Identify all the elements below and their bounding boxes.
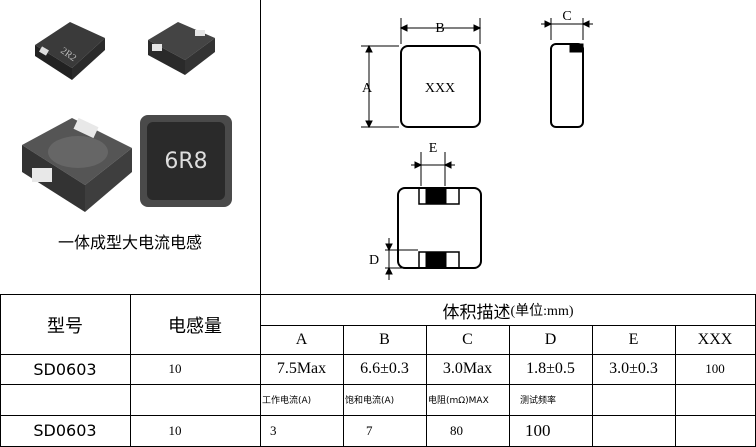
large-inductor-photo-1: [22, 117, 132, 212]
inductor-photos: 2R2 6R8: [22, 22, 232, 212]
dim-label-e: E: [429, 141, 438, 156]
row3-test-frequency: 100: [525, 420, 551, 440]
row3-inductance: 10: [168, 422, 182, 438]
front-view: [361, 18, 482, 129]
header-test-frequency: 测试频率: [520, 396, 557, 406]
dim-header-a: A: [295, 330, 308, 348]
product-photo-area: 2R2 6R8 一体成型大电流电感: [0, 0, 260, 294]
dim-header-c: C: [462, 330, 473, 348]
row1-dim-d: 1.8±0.5: [526, 360, 575, 377]
dim-header-e: E: [628, 330, 639, 348]
top-section-divider: [260, 0, 261, 294]
row3-rated-current: 3: [270, 422, 277, 438]
dim-label-c: C: [562, 9, 571, 24]
row3-resistance: 80: [450, 422, 463, 438]
spec-table: 型号 电感量 体积描述 (单位:mm) A B C D E XXX SD0603…: [0, 295, 756, 447]
large-chip-label: 6R8: [164, 149, 207, 174]
dim-header-d: D: [544, 330, 557, 348]
dim-label-d: D: [369, 253, 379, 268]
header-inductance: 电感量: [168, 315, 222, 337]
header-resistance: 电阻(mΩ)MAX: [428, 396, 489, 406]
dim-header-xxx: XXX: [697, 330, 733, 348]
header-rated-current: 工作电流(A): [262, 396, 312, 406]
dimension-drawing: B A XXX C E D: [361, 9, 593, 280]
small-inductor-photo-1: 2R2: [35, 22, 105, 80]
large-inductor-photo-2: 6R8: [140, 115, 232, 207]
bottom-view: [385, 152, 482, 280]
photo-caption: 一体成型大电流电感: [57, 233, 202, 252]
row1-inductance: 10: [168, 361, 182, 376]
header-model: 型号: [47, 315, 83, 337]
side-view: [541, 18, 593, 128]
small-inductor-photo-2: [148, 22, 215, 75]
row1-dim-c: 3.0Max: [442, 360, 493, 377]
row1-dim-a: 7.5Max: [276, 360, 327, 377]
body-marking: XXX: [425, 81, 455, 96]
dim-label-b: B: [435, 21, 444, 36]
header-dimensions-unit: (单位:mm): [510, 304, 574, 319]
row1-dim-b: 6.6±0.3: [360, 360, 409, 377]
row3-saturation-current: 7: [366, 422, 373, 438]
header-dimensions-title: 体积描述: [442, 302, 511, 323]
row1-xxx: 100: [705, 361, 725, 376]
row1-model: SD0603: [33, 359, 97, 379]
row1-dim-e: 3.0±0.3: [609, 360, 658, 377]
table-top-border: [0, 294, 756, 295]
row3-model: SD0603: [33, 421, 97, 440]
dim-label-a: A: [362, 81, 373, 96]
dim-header-b: B: [379, 330, 390, 348]
header-saturation-current: 饱和电流(A): [345, 396, 395, 406]
header-dimensions: 体积描述 (单位:mm): [260, 295, 756, 325]
